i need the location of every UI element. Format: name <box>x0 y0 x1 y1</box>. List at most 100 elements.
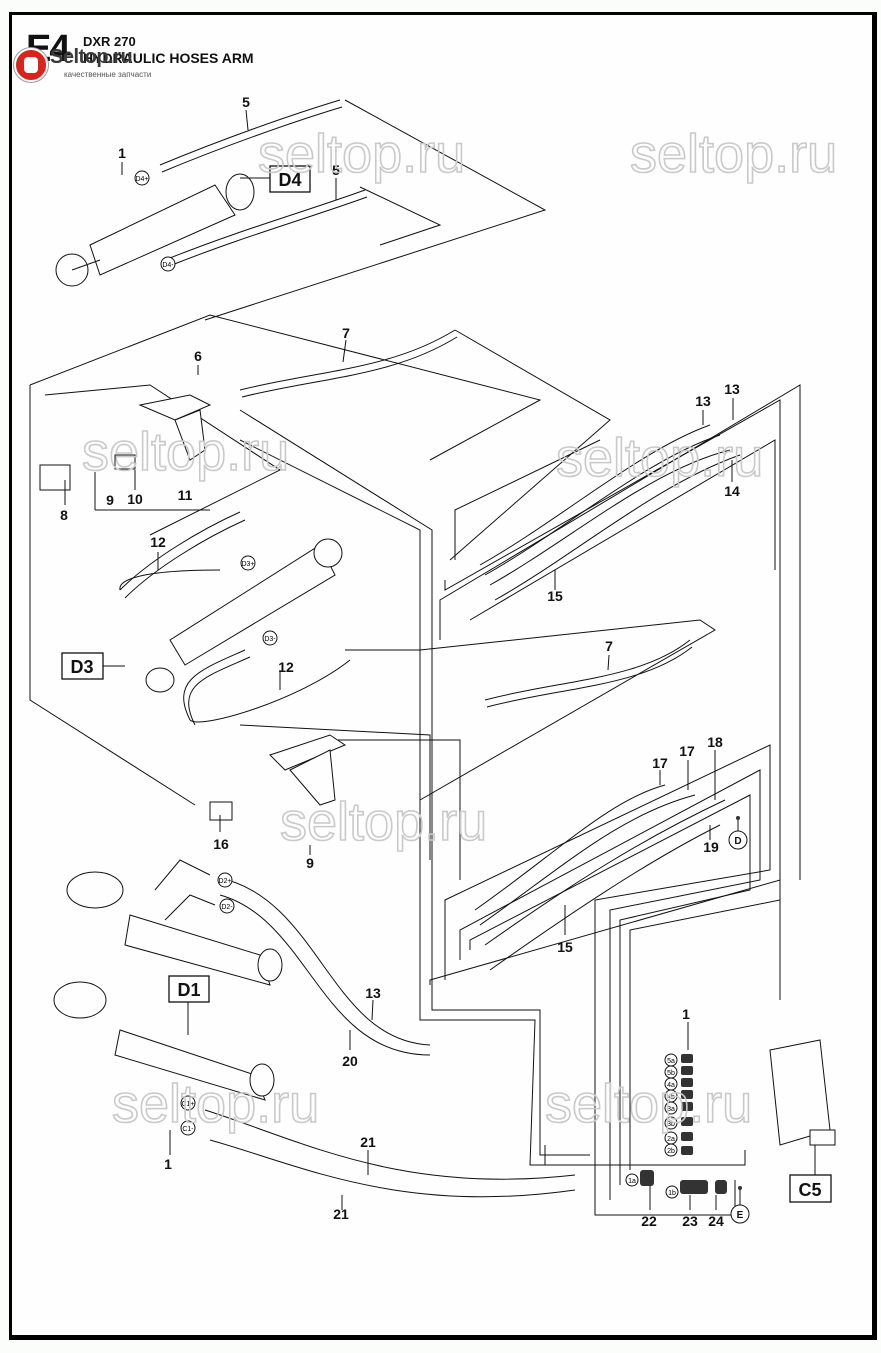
callout-6[interactable]: 6 <box>194 348 202 364</box>
callout-7[interactable]: 7 <box>342 325 350 341</box>
ref-box-d3[interactable]: D3 <box>61 652 104 680</box>
svg-text:5a: 5a <box>667 1058 675 1065</box>
callout-9[interactable]: 9 <box>106 492 114 508</box>
ref-box-d4[interactable]: D4 <box>269 165 311 193</box>
callout-17[interactable]: 17 <box>679 743 695 759</box>
port-c1-minus: C1- <box>180 1120 196 1136</box>
callout-15[interactable]: 15 <box>557 939 573 955</box>
port-3b: 3b <box>664 1116 678 1130</box>
callout-8[interactable]: 8 <box>60 507 68 523</box>
callout-13[interactable]: 13 <box>724 381 740 397</box>
callout-16[interactable]: 16 <box>213 836 229 852</box>
port-1a: 1a <box>625 1173 639 1187</box>
callout-11[interactable]: 11 <box>178 487 193 503</box>
port-d4-plus: D4+ <box>134 170 150 186</box>
port-circles: D4+ D4- D3+ D3- D2+ D2- C1+ C1- 5a 5b 4a… <box>134 170 679 1199</box>
svg-text:D1: D1 <box>177 980 200 1000</box>
callout-19[interactable]: 19 <box>703 839 719 855</box>
callout-22[interactable]: 22 <box>641 1213 657 1229</box>
svg-text:C1+: C1+ <box>181 1101 194 1108</box>
callout-13[interactable]: 13 <box>695 393 711 409</box>
callout-numbers: 1 5 5 6 7 8 9 10 11 12 12 13 13 14 15 7 … <box>60 94 740 1229</box>
port-3a: 3a <box>664 1101 678 1115</box>
valve-fittings <box>640 816 742 1194</box>
fist-logo-icon <box>14 48 48 82</box>
svg-text:D: D <box>734 836 741 847</box>
callout-23[interactable]: 23 <box>682 1213 698 1229</box>
svg-text:1b: 1b <box>668 1190 676 1197</box>
group-outline-lines <box>29 99 801 1216</box>
callout-18[interactable]: 18 <box>707 734 723 750</box>
watermark-text: seltop.ru <box>82 422 289 482</box>
cylinder-d1-upper <box>66 871 283 986</box>
svg-text:4b: 4b <box>667 1094 675 1101</box>
svg-text:D2-: D2- <box>221 904 233 911</box>
watermark-text: seltop.ru <box>258 124 465 184</box>
circle-refs: D E <box>728 830 750 1224</box>
callout-20[interactable]: 20 <box>342 1053 358 1069</box>
port-d2-minus: D2- <box>219 898 235 914</box>
cylinders <box>39 173 836 1146</box>
callout-21[interactable]: 21 <box>333 1206 349 1222</box>
callout-12[interactable]: 12 <box>278 659 294 675</box>
svg-text:D3-: D3- <box>264 636 276 643</box>
svg-text:D4: D4 <box>278 170 301 190</box>
callout-24[interactable]: 24 <box>708 1213 724 1229</box>
callout-21[interactable]: 21 <box>360 1134 376 1150</box>
reference-boxes: D4 D3 D1 C5 <box>61 165 832 1203</box>
cylinder-d4 <box>55 173 255 287</box>
logo-tagline: качественные запчасти <box>64 70 152 79</box>
svg-text:D4-: D4- <box>162 262 174 269</box>
callout-1[interactable]: 1 <box>682 1006 690 1022</box>
svg-text:3b: 3b <box>667 1121 675 1128</box>
svg-text:2a: 2a <box>667 1136 675 1143</box>
port-5a: 5a <box>664 1053 678 1067</box>
callout-leaders <box>64 109 816 1210</box>
port-c1-plus: C1+ <box>180 1095 196 1111</box>
valve-block-c5 <box>769 1039 836 1146</box>
svg-text:D3+: D3+ <box>241 561 254 568</box>
svg-text:D3: D3 <box>70 657 93 677</box>
watermarks: seltop.ru seltop.ru seltop.ru seltop.ru … <box>81 123 838 1135</box>
ref-circle-d[interactable]: D <box>728 830 748 850</box>
port-d3-plus: D3+ <box>240 555 256 571</box>
bracket-6 <box>138 394 212 461</box>
ref-circle-e[interactable]: E <box>730 1204 750 1224</box>
callout-10[interactable]: 10 <box>127 491 143 507</box>
watermark-text: seltop.ru <box>556 428 763 488</box>
logo-brand-text: Seltop.ru <box>50 46 133 68</box>
svg-text:D4+: D4+ <box>135 176 148 183</box>
svg-text:3a: 3a <box>667 1106 675 1113</box>
callout-9[interactable]: 9 <box>306 855 314 871</box>
watermark-text: seltop.ru <box>630 124 837 184</box>
callout-1[interactable]: 1 <box>164 1156 172 1172</box>
callout-1[interactable]: 1 <box>118 145 126 161</box>
callout-5[interactable]: 5 <box>332 162 340 178</box>
watermark-text: seltop.ru <box>280 792 487 852</box>
port-d2-plus: D2+ <box>217 872 233 888</box>
svg-text:E: E <box>737 1210 744 1221</box>
cylinder-d3 <box>145 538 343 693</box>
diagram-title: HYDRAULIC HOSES ARM <box>83 50 254 66</box>
callout-7[interactable]: 7 <box>605 638 613 654</box>
svg-text:C1-: C1- <box>182 1126 194 1133</box>
hoses <box>119 99 741 1198</box>
svg-text:2b: 2b <box>667 1148 675 1155</box>
svg-text:C5: C5 <box>798 1180 821 1200</box>
brand-logo[interactable]: Seltop.ru качественные запчасти <box>14 46 174 84</box>
model-name: DXR 270 <box>83 34 136 49</box>
callout-17[interactable]: 17 <box>652 755 668 771</box>
port-d4-minus: D4- <box>160 256 176 272</box>
ref-box-c5[interactable]: C5 <box>789 1174 832 1203</box>
callout-15[interactable]: 15 <box>547 588 563 604</box>
port-2b: 2b <box>664 1143 678 1157</box>
callout-13[interactable]: 13 <box>365 985 381 1001</box>
ref-box-d1[interactable]: D1 <box>168 975 210 1003</box>
callout-5[interactable]: 5 <box>242 94 250 110</box>
svg-text:5b: 5b <box>667 1070 675 1077</box>
callout-12[interactable]: 12 <box>150 534 166 550</box>
callout-14[interactable]: 14 <box>724 483 740 499</box>
svg-text:4a: 4a <box>667 1082 675 1089</box>
port-d3-minus: D3- <box>262 630 278 646</box>
